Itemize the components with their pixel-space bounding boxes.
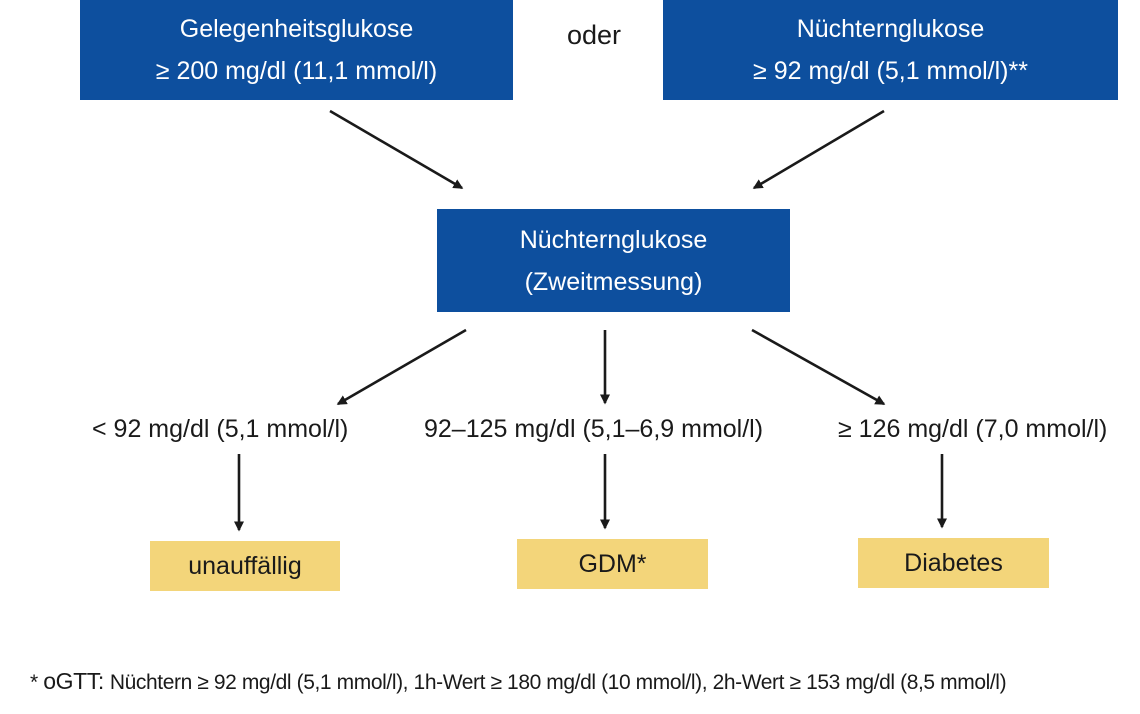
- arrow-random-to-second: [329, 109, 464, 190]
- arrow-second-to-diabetes: [751, 328, 886, 406]
- footnote-marker: *: [30, 671, 38, 694]
- result-gdm-label: GDM*: [578, 549, 647, 578]
- condition-gdm: 92–125 mg/dl (5,1–6,9 mmol/l): [424, 415, 764, 443]
- second-fasting-box: Nüchternglukose (Zweitmessung): [437, 209, 790, 312]
- footnote: * oGTT:Nüchtern ≥ 92 mg/dl (5,1 mmol/l),…: [30, 668, 1007, 695]
- arrow-second-to-normal: [336, 328, 467, 406]
- condition-normal: < 92 mg/dl (5,1 mmol/l): [92, 415, 349, 443]
- second-fasting-title: Nüchternglukose: [519, 225, 708, 254]
- random-glucose-threshold: ≥ 200 mg/dl (11,1 mmol/l): [155, 57, 438, 85]
- footnote-ogtt-label: oGTT:: [43, 668, 104, 694]
- random-glucose-box: Gelegenheitsglukose ≥ 200 mg/dl (11,1 mm…: [80, 0, 513, 100]
- fasting-glucose-threshold: ≥ 92 mg/dl (5,1 mmol/l)**: [753, 57, 1028, 85]
- fasting-glucose-box: Nüchternglukose ≥ 92 mg/dl (5,1 mmol/l)*…: [663, 0, 1118, 100]
- result-normal-box: unauffällig: [150, 541, 340, 591]
- result-normal-label: unauffällig: [188, 551, 302, 580]
- arrow-fasting-to-second: [752, 109, 885, 190]
- result-diabetes-box: Diabetes: [858, 538, 1049, 588]
- footnote-text: Nüchtern ≥ 92 mg/dl (5,1 mmol/l), 1h-Wer…: [109, 671, 1007, 694]
- condition-diabetes: ≥ 126 mg/dl (7,0 mmol/l): [838, 415, 1108, 443]
- random-glucose-title: Gelegenheitsglukose: [179, 15, 414, 43]
- fasting-glucose-title: Nüchternglukose: [796, 15, 985, 43]
- second-fasting-subtitle: (Zweitmessung): [524, 267, 703, 296]
- result-diabetes-label: Diabetes: [904, 548, 1003, 577]
- or-connector: oder: [567, 20, 622, 50]
- result-gdm-box: GDM*: [517, 539, 708, 589]
